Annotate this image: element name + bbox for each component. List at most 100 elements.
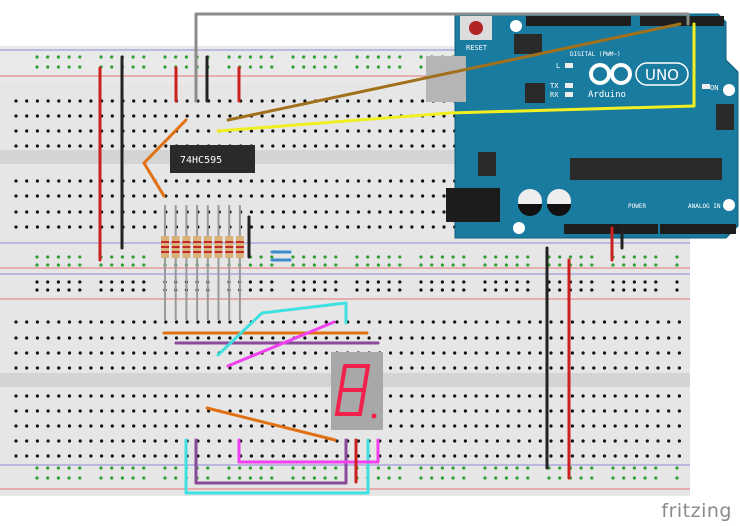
breadboard-hole <box>421 439 425 443</box>
breadboard-hole <box>366 263 370 267</box>
breadboard-hole <box>517 424 521 428</box>
breadboard-hole <box>164 409 168 413</box>
breadboard-hole <box>228 194 232 198</box>
breadboard-hole <box>259 466 263 470</box>
breadboard-hole <box>163 65 167 69</box>
breadboard-hole <box>67 55 71 59</box>
breadboard-hole <box>323 280 327 284</box>
breadboard-hole <box>35 394 40 398</box>
breadboard-hole <box>528 394 532 398</box>
jumper-wire-orange[interactable] <box>142 118 188 198</box>
breadboard-hole <box>110 476 114 480</box>
breadboard-hole <box>89 439 93 443</box>
breadboard-hole <box>590 263 594 267</box>
breadboard-hole <box>624 320 628 324</box>
breadboard-hole <box>292 409 296 413</box>
breadboard-hole <box>560 424 564 428</box>
breadboard-hole <box>376 65 380 69</box>
breadboard-hole <box>430 288 434 292</box>
clock-wire-gray[interactable] <box>194 12 690 103</box>
breadboard-hole <box>667 336 671 340</box>
segment-wire-orange[interactable] <box>205 406 337 442</box>
breadboard-hole <box>643 280 647 284</box>
breadboard-hole <box>185 351 189 355</box>
breadboard-hole <box>153 424 157 428</box>
breadboard-hole <box>142 210 146 214</box>
breadboard-hole <box>419 280 423 284</box>
breadboard-hole <box>632 476 637 480</box>
breadboard-hole <box>302 466 306 470</box>
breadboard-hole <box>260 336 264 340</box>
breadboard-hole <box>335 179 339 183</box>
breadboard-hole <box>442 179 446 183</box>
breadboard-hole <box>57 210 61 214</box>
breadboard-hole <box>538 336 542 340</box>
breadboard-hole <box>323 263 327 267</box>
breadboard-hole <box>645 409 649 413</box>
breadboard-hole <box>78 351 82 355</box>
breadboard-hole <box>442 210 446 214</box>
latch-wire-brown[interactable] <box>226 22 682 122</box>
breadboard-hole <box>421 424 425 428</box>
breadboard-hole <box>549 409 553 413</box>
breadboard-hole <box>421 194 425 198</box>
breadboard-hole <box>667 394 671 398</box>
breadboard-hole <box>419 255 423 259</box>
breadboard-hole <box>462 288 466 292</box>
breadboard-hole <box>100 424 104 428</box>
data-wire-yellow[interactable] <box>216 22 696 133</box>
breadboard-hole <box>560 336 564 340</box>
breadboard-hole <box>602 454 607 458</box>
breadboard-hole <box>324 114 328 118</box>
breadboard-hole <box>579 466 583 470</box>
breadboard-hole <box>632 255 637 259</box>
breadboard-hole <box>248 55 252 59</box>
breadboard-hole <box>314 320 318 324</box>
atmega-chip <box>570 158 722 180</box>
breadboard-hole <box>207 114 211 118</box>
breadboard-hole <box>174 320 179 324</box>
segment-wire-magenta[interactable] <box>226 320 336 368</box>
segment-wire-magenta[interactable] <box>237 438 380 464</box>
breadboard-hole <box>132 424 136 428</box>
breadboard-hole <box>207 366 211 370</box>
breadboard-hole <box>46 263 50 267</box>
breadboard-hole <box>613 366 617 370</box>
breadboard-hole <box>558 255 562 259</box>
breadboard-hole <box>89 454 93 458</box>
breadboard-hole <box>120 280 124 284</box>
breadboard-hole <box>46 366 50 370</box>
breadboard-hole <box>228 320 232 324</box>
breadboard-hole <box>196 336 200 340</box>
breadboard-hole <box>410 336 414 340</box>
breadboard-hole <box>153 99 157 103</box>
segment-wire-cyan[interactable] <box>216 301 348 357</box>
breadboard-hole <box>270 65 274 69</box>
ic-74hc595: 74HC595 <box>170 145 255 173</box>
breadboard-hole <box>323 476 327 480</box>
breadboard-hole <box>78 114 82 118</box>
breadboard-hole <box>387 65 391 69</box>
breadboard-hole <box>410 454 414 458</box>
segment-wire-cyan[interactable] <box>184 438 370 495</box>
breadboard-hole <box>485 409 489 413</box>
breadboard-hole <box>494 466 498 470</box>
breadboard-hole <box>366 55 370 59</box>
breadboard-hole <box>184 65 188 69</box>
breadboard-hole <box>89 225 93 229</box>
breadboard-hole <box>506 351 510 355</box>
breadboard-hole <box>206 476 210 480</box>
breadboard-hole <box>324 424 328 428</box>
breadboard-hole <box>528 320 532 324</box>
breadboard-hole <box>613 424 617 428</box>
breadboard-hole <box>667 366 671 370</box>
breadboard-hole <box>677 409 682 413</box>
breadboard-hole <box>579 255 583 259</box>
breadboard-hole <box>260 424 264 428</box>
breadboard-hole <box>25 336 29 340</box>
breadboard-hole <box>35 424 40 428</box>
breadboard-hole <box>67 194 72 198</box>
breadboard-hole <box>120 288 124 292</box>
breadboard-hole <box>506 409 510 413</box>
breadboard-hole <box>431 424 435 428</box>
